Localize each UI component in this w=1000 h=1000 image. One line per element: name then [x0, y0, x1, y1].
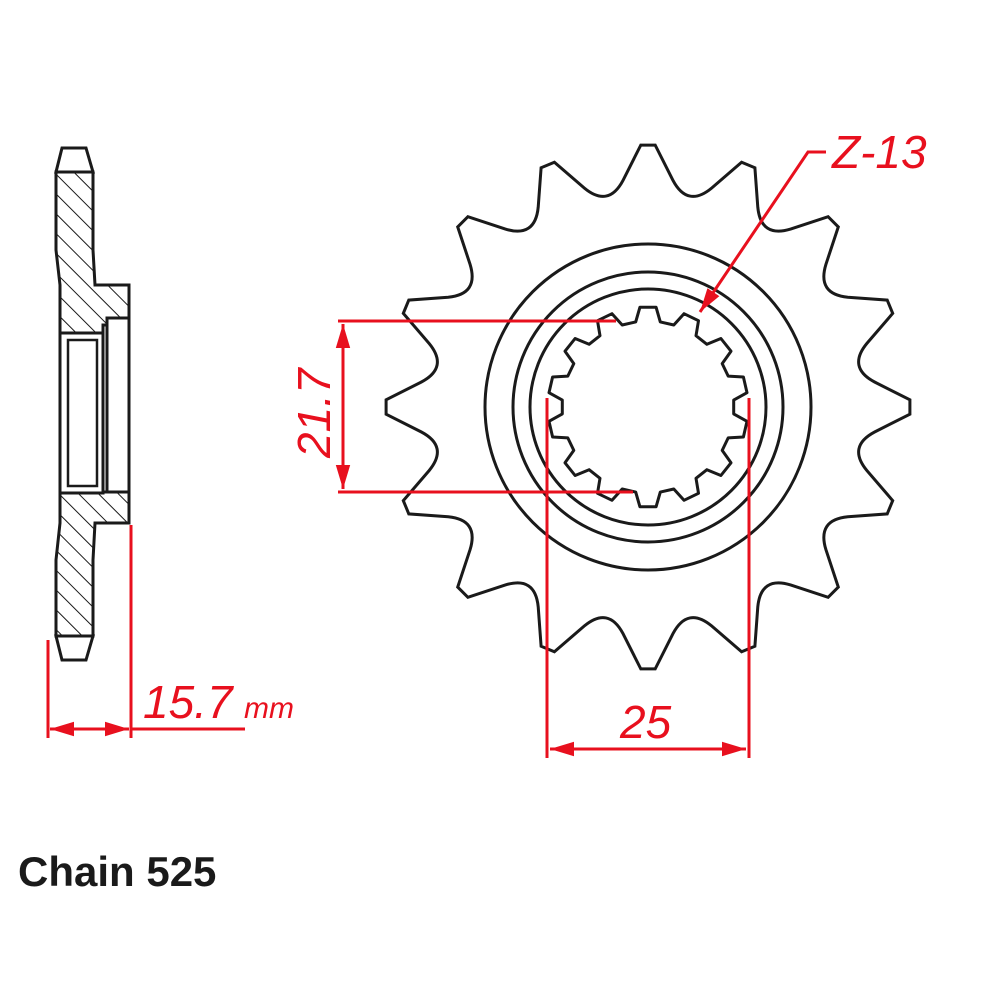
spline-width-value: 25	[619, 696, 672, 748]
spline-width-dimension	[545, 398, 751, 758]
chain-size-caption: Chain 525	[18, 848, 217, 895]
thickness-dimension	[46, 525, 245, 738]
sprocket-outer-teeth	[384, 143, 912, 671]
top-tooth-tip	[54, 146, 95, 174]
upper-hatched-section	[54, 170, 131, 335]
hub-bore-inner	[66, 338, 99, 488]
side-section-view	[54, 146, 131, 662]
teeth-count-label: Z-13	[831, 126, 927, 178]
thickness-unit: mm	[244, 692, 294, 725]
spline-height-value: 21.7	[288, 367, 340, 459]
hub-recess	[105, 316, 131, 494]
hub-ring-outer	[483, 242, 813, 572]
spline-bore	[547, 305, 749, 509]
teeth-count-leader	[698, 150, 826, 313]
front-view	[384, 143, 912, 671]
thickness-value: 15.7	[143, 676, 234, 728]
hub-ring-middle	[511, 270, 785, 544]
hub-ring-inner	[528, 287, 768, 527]
bottom-tooth-tip	[54, 634, 95, 662]
spline-height-dimension	[335, 319, 633, 494]
lower-hatched-section	[54, 490, 131, 638]
